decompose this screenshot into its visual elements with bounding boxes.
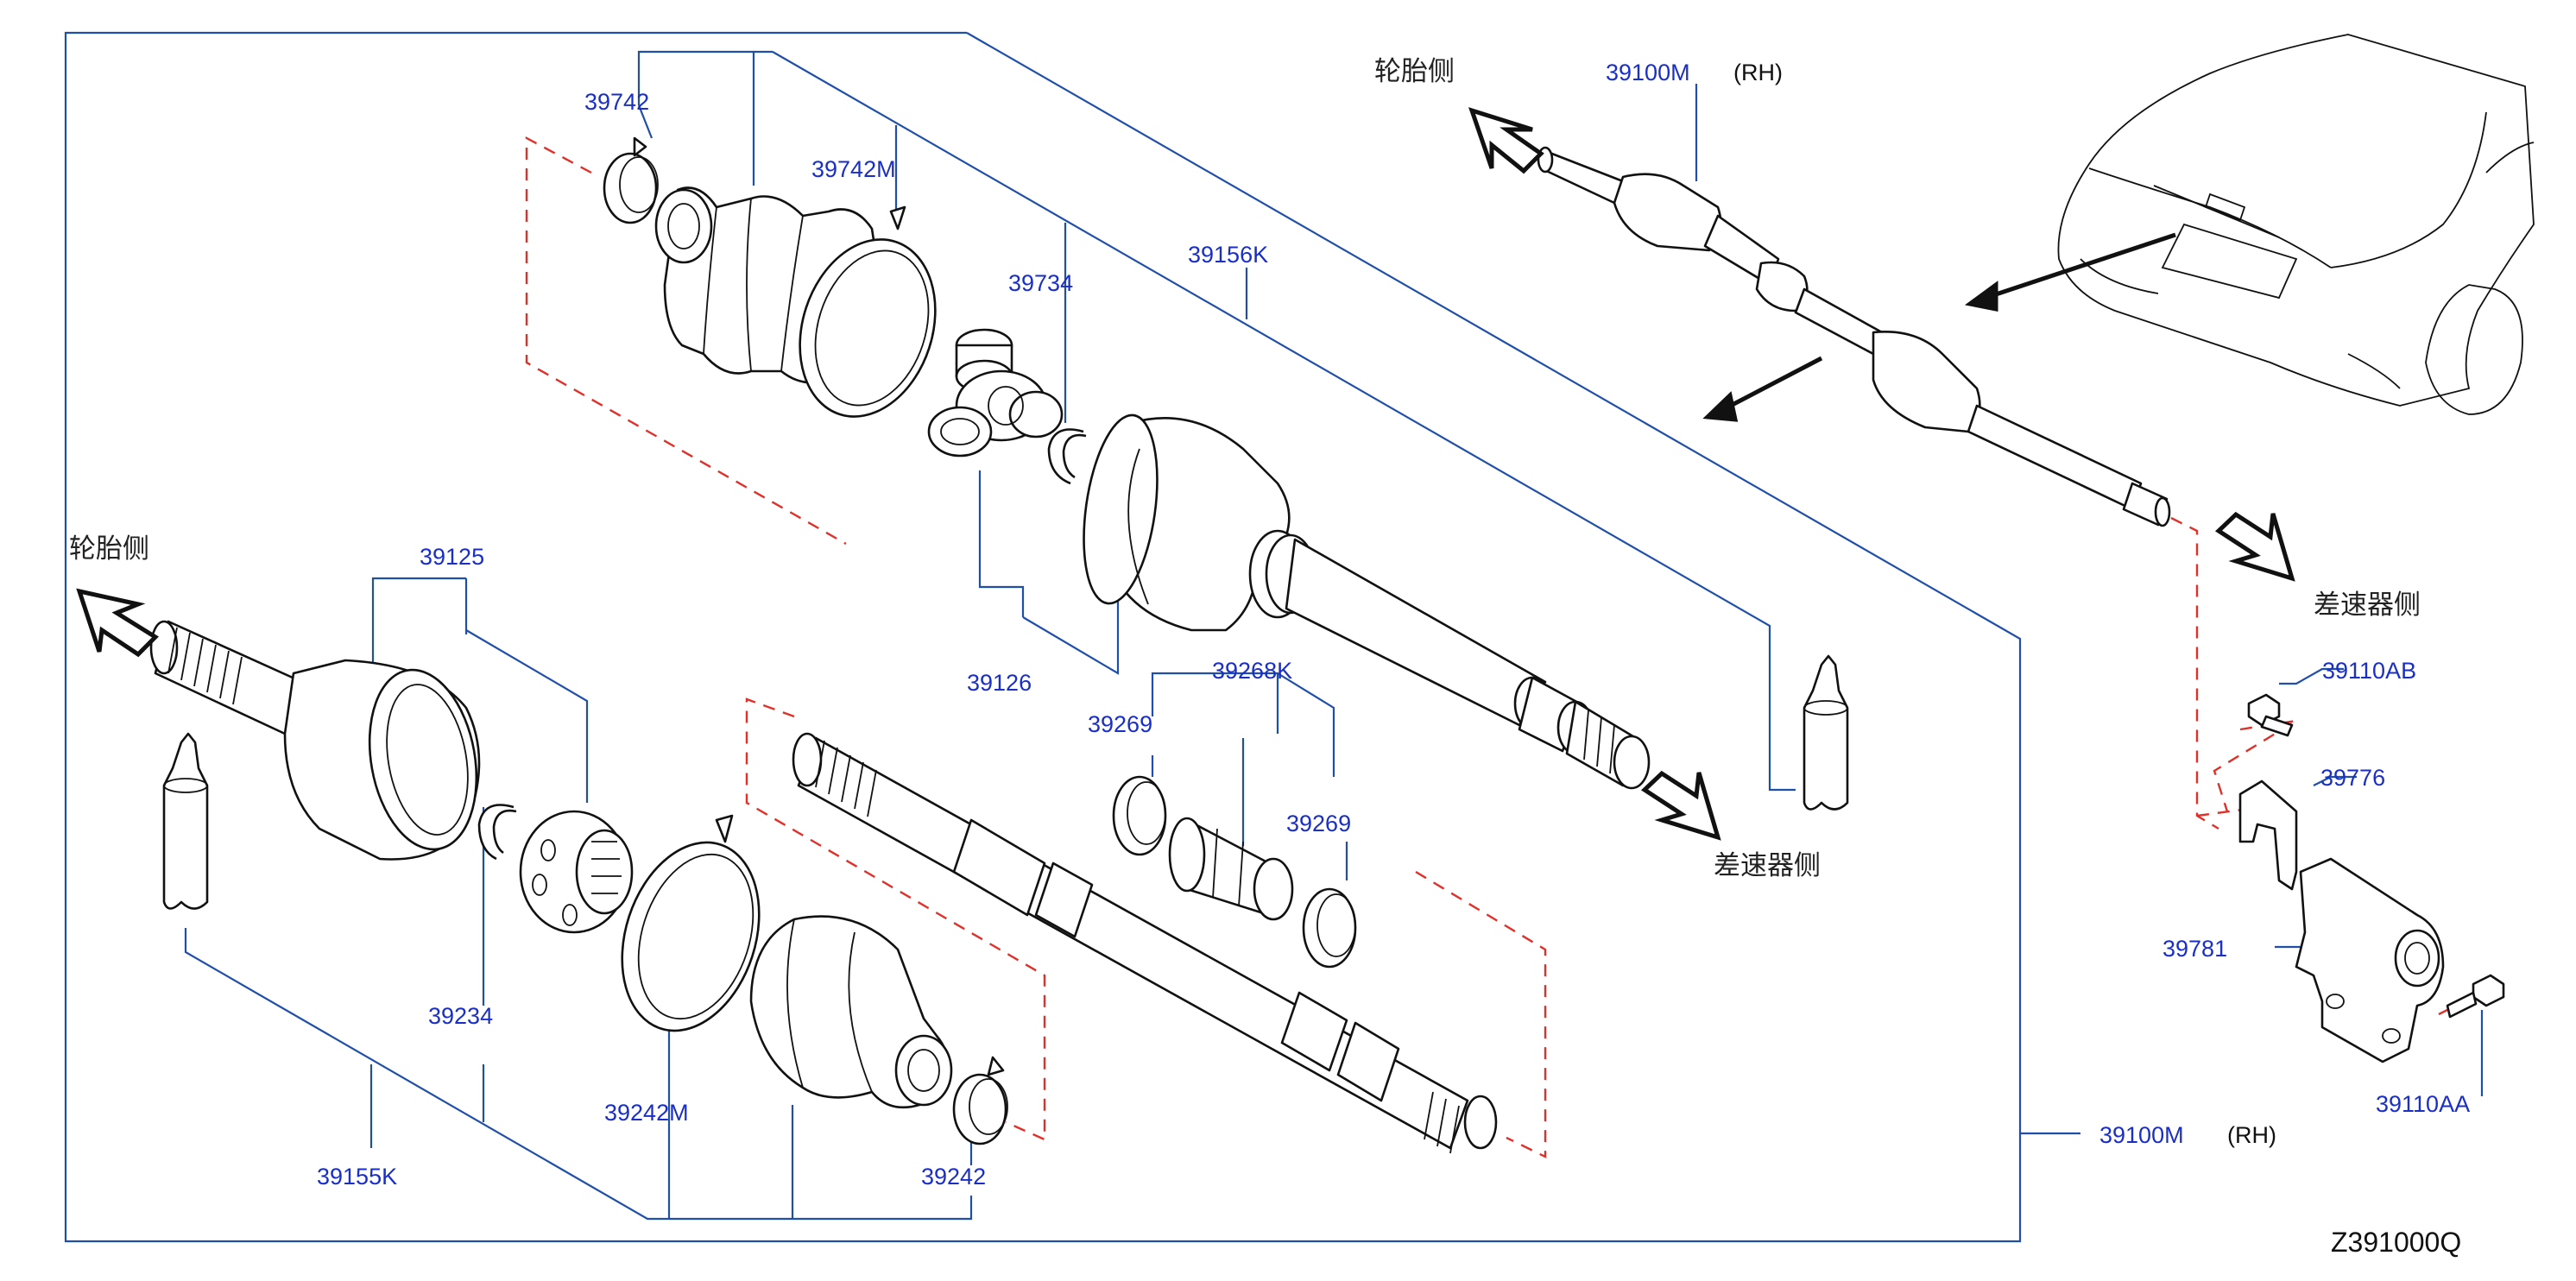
center-shaft-part [792, 732, 1498, 1154]
label-tire-side-top: 轮胎侧 [1374, 56, 1455, 87]
label-39110aa: 39110AA [2376, 1091, 2470, 1117]
label-39268k: 39268K [1212, 658, 1292, 684]
view-arrow-1-icon [1964, 281, 1998, 312]
view-arrow-2-icon [1702, 391, 1739, 422]
joint-housing-part [1083, 413, 1316, 632]
label-39242: 39242 [921, 1164, 986, 1190]
label-39269-a: 39269 [1088, 711, 1152, 737]
inner-shaft-part [1285, 538, 1651, 790]
band-clamp-39742-part [603, 136, 659, 224]
part-labels: 39742 39742M 39734 39156K 39100M (RH) 39… [69, 56, 2470, 1258]
snap-ring-39734-part [1047, 428, 1087, 485]
lower-assembly [149, 620, 1498, 1154]
bolt-39110ab-part [2247, 693, 2294, 737]
full-driveshaft-view [1537, 146, 2171, 527]
leader-lines [64, 31, 2484, 1243]
label-tire-side-left: 轮胎侧 [69, 533, 149, 565]
snap-ring-39234-part [477, 804, 517, 861]
small-clamp-39269-b-part [1302, 887, 1357, 969]
bracket-39776-part [2238, 779, 2298, 891]
upper-assembly [603, 136, 1849, 811]
label-39242m: 39242M [604, 1100, 689, 1126]
car-outline [2057, 34, 2535, 415]
label-39742m: 39742M [811, 156, 896, 182]
label-39734: 39734 [1008, 270, 1073, 296]
label-39155k: 39155K [317, 1164, 397, 1190]
grease-tube-39156k-part [1803, 654, 1849, 811]
small-clamp-39269-a-part [1112, 775, 1167, 856]
direction-arrows [76, 107, 2295, 841]
label-39781: 39781 [2162, 936, 2227, 962]
boot-39268k-part [1168, 817, 1294, 921]
label-rh-bottom: (RH) [2227, 1122, 2276, 1148]
label-39100m-top: 39100M [1606, 60, 1690, 85]
label-39100m-bottom: 39100M [2099, 1122, 2184, 1148]
tripod-spider-part [927, 328, 1064, 458]
assembly-frame-line [64, 31, 2022, 1243]
label-diff-side-right: 差速器侧 [2314, 590, 2421, 621]
label-39742: 39742 [584, 89, 649, 115]
bearing-bracket-39781-part [2295, 857, 2445, 1063]
label-39269-b: 39269 [1286, 811, 1351, 836]
label-39156k: 39156K [1188, 242, 1268, 268]
tire-side-arrow-top-icon [1468, 107, 1544, 174]
outer-cv-joint-part [149, 620, 481, 861]
label-rh-top: (RH) [1733, 60, 1783, 85]
bearing-cage-part [519, 810, 634, 934]
band-39242m-part [621, 814, 761, 1032]
label-39126: 39126 [967, 670, 1032, 696]
outer-boot-part [749, 915, 953, 1109]
label-39125: 39125 [420, 544, 484, 570]
band-clamp-39242-part [952, 1056, 1008, 1145]
tire-side-arrow-left-icon [76, 588, 159, 658]
label-39776: 39776 [2320, 765, 2385, 791]
label-39234: 39234 [428, 1003, 493, 1029]
band-39742m-part [799, 205, 937, 418]
diff-side-arrow-right-icon [2214, 511, 2295, 582]
label-39110ab: 39110AB [2322, 658, 2416, 684]
diagram-code: Z391000Q [2331, 1227, 2461, 1258]
grease-tube-39155k-part [162, 732, 209, 910]
diff-side-arrow-mid-icon [1640, 770, 1721, 841]
bolt-39110aa-part [2446, 974, 2505, 1019]
label-diff-side-mid: 差速器侧 [1714, 850, 1821, 881]
